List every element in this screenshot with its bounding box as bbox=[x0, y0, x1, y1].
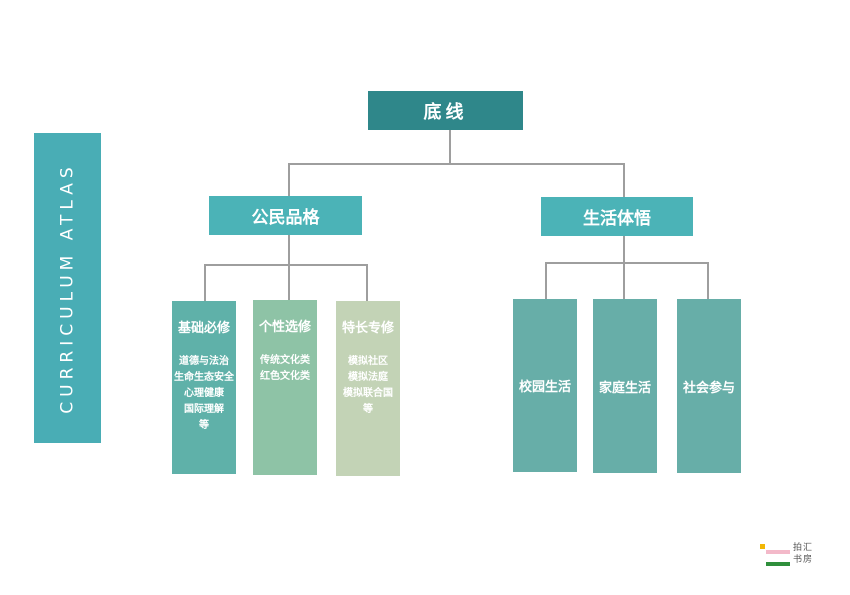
connector-right-col3 bbox=[707, 262, 709, 299]
left-column-1-item: 道德与法治 bbox=[179, 356, 229, 367]
connector-right-down bbox=[623, 236, 625, 263]
connector-right-col2 bbox=[623, 262, 625, 299]
connector-left-branch-up bbox=[288, 163, 290, 196]
left-column-1-item: 国际理解 bbox=[184, 404, 224, 415]
brand-logo: 拍汇 书房 bbox=[760, 540, 820, 576]
connector-branch-horizontal bbox=[288, 163, 624, 165]
right-column-1: 校园生活 bbox=[513, 299, 577, 472]
left-column-3: 特长专修 模拟社区 模拟法庭 模拟联合国 等 bbox=[336, 301, 400, 476]
branch-node-left-label: 公民品格 bbox=[251, 208, 320, 228]
left-column-3-item: 模拟社区 bbox=[348, 356, 388, 367]
left-column-1-item: 等 bbox=[199, 420, 209, 431]
branch-node-right: 生活体悟 bbox=[541, 197, 693, 236]
left-column-1: 基础必修 道德与法治 生命生态安全 心理健康 国际理解 等 bbox=[172, 301, 236, 474]
logo-text-line2: 书房 bbox=[793, 555, 814, 565]
logo-square-orange bbox=[760, 544, 765, 549]
left-column-2-title: 个性选修 bbox=[258, 320, 311, 335]
left-column-2-item: 传统文化类 bbox=[260, 355, 310, 366]
logo-text-line1: 拍汇 bbox=[793, 543, 814, 553]
connector-root-down bbox=[449, 130, 451, 164]
curriculum-atlas-label: CURRICULUM ATLAS bbox=[57, 162, 78, 414]
left-column-3-item: 模拟联合国 bbox=[343, 388, 393, 399]
branch-node-left: 公民品格 bbox=[209, 196, 362, 235]
left-column-2: 个性选修 传统文化类 红色文化类 bbox=[253, 300, 317, 475]
connector-left-down bbox=[288, 235, 290, 265]
root-node: 底线 bbox=[368, 91, 523, 130]
connector-left-horizontal bbox=[204, 264, 368, 266]
connector-left-col1 bbox=[204, 264, 206, 301]
left-column-1-item: 生命生态安全 bbox=[174, 372, 234, 383]
curriculum-atlas-tab: CURRICULUM ATLAS bbox=[34, 133, 101, 443]
right-column-3-label: 社会参与 bbox=[682, 380, 735, 396]
logo-bar-pink bbox=[766, 550, 790, 554]
left-column-1-item: 心理健康 bbox=[184, 388, 224, 399]
left-column-3-title: 特长专修 bbox=[341, 321, 394, 336]
left-column-2-item: 红色文化类 bbox=[260, 371, 310, 382]
left-column-3-item: 等 bbox=[363, 404, 373, 415]
connector-right-horizontal bbox=[545, 262, 709, 264]
right-column-3: 社会参与 bbox=[677, 299, 741, 473]
right-column-1-label: 校园生活 bbox=[518, 380, 571, 395]
root-node-label: 底线 bbox=[423, 101, 468, 123]
left-column-3-item: 模拟法庭 bbox=[348, 372, 388, 383]
connector-left-col3 bbox=[366, 264, 368, 301]
right-column-2-label: 家庭生活 bbox=[598, 380, 651, 396]
branch-node-right-label: 生活体悟 bbox=[583, 209, 651, 229]
connector-right-col1 bbox=[545, 262, 547, 299]
connector-left-col2 bbox=[288, 264, 290, 300]
connector-right-branch-up bbox=[623, 163, 625, 197]
logo-bar-green bbox=[766, 562, 790, 566]
left-column-1-title: 基础必修 bbox=[177, 321, 230, 336]
right-column-2: 家庭生活 bbox=[593, 299, 657, 473]
